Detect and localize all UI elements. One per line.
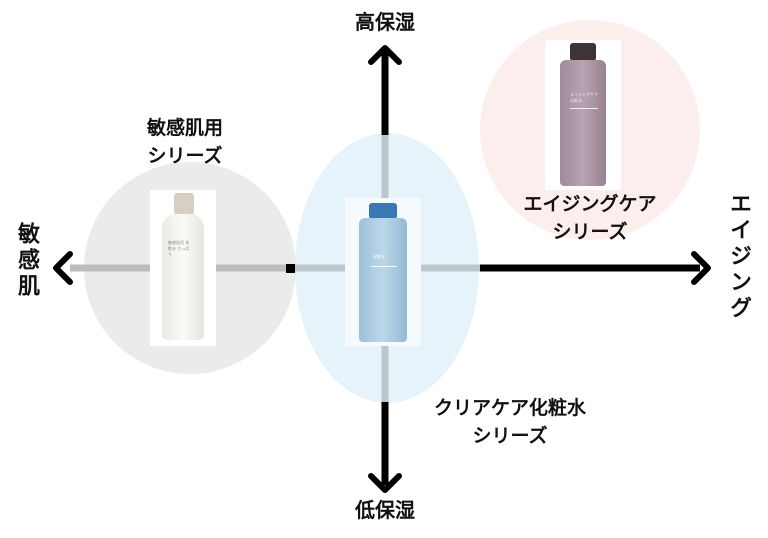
- bottle: 敏感肌用 化粧水 さっぱり: [162, 214, 204, 340]
- bottle: 化粧水: [359, 218, 407, 342]
- sensitive-series-name: 敏感肌用: [146, 117, 223, 139]
- axis-label-right: エイジング: [726, 192, 751, 322]
- sensitive-series-suffix: シリーズ: [147, 145, 223, 167]
- bottle-cap: [174, 193, 194, 215]
- clear-care-series-suffix: シリーズ: [472, 425, 548, 447]
- sensitive-series-label: 敏感肌用 シリーズ: [110, 114, 260, 170]
- bottle-label: エイジングケア 化粧水: [570, 92, 598, 103]
- bottle-cap: [369, 203, 397, 219]
- aging-care-bottle-photo: エイジングケア 化粧水: [545, 40, 621, 190]
- clear-care-bottle-photo: 化粧水: [345, 198, 421, 346]
- axis-label-left: 敏感肌: [14, 222, 39, 300]
- clear-care-series-label: クリアケア化粧水 シリーズ: [420, 394, 600, 450]
- bottle-label-line: [371, 266, 397, 267]
- bottle: エイジングケア 化粧水: [560, 60, 606, 186]
- aging-care-series-name: エイジングケア: [523, 193, 657, 215]
- sensitive-bottle-photo: 敏感肌用 化粧水 さっぱり: [150, 190, 216, 346]
- bottle-cap: [570, 43, 596, 61]
- aging-care-series-suffix: シリーズ: [552, 221, 628, 243]
- bottle-label: 敏感肌用 化粧水 さっぱり: [168, 240, 190, 257]
- bottle-label-line: [570, 108, 598, 109]
- axis-label-bottom: 低保湿: [355, 498, 415, 522]
- axis-label-top: 高保湿: [355, 10, 415, 34]
- aging-care-series-label: エイジングケア シリーズ: [500, 190, 680, 246]
- clear-care-series-name: クリアケア化粧水: [433, 397, 586, 419]
- bottle-label: 化粧水: [373, 254, 385, 259]
